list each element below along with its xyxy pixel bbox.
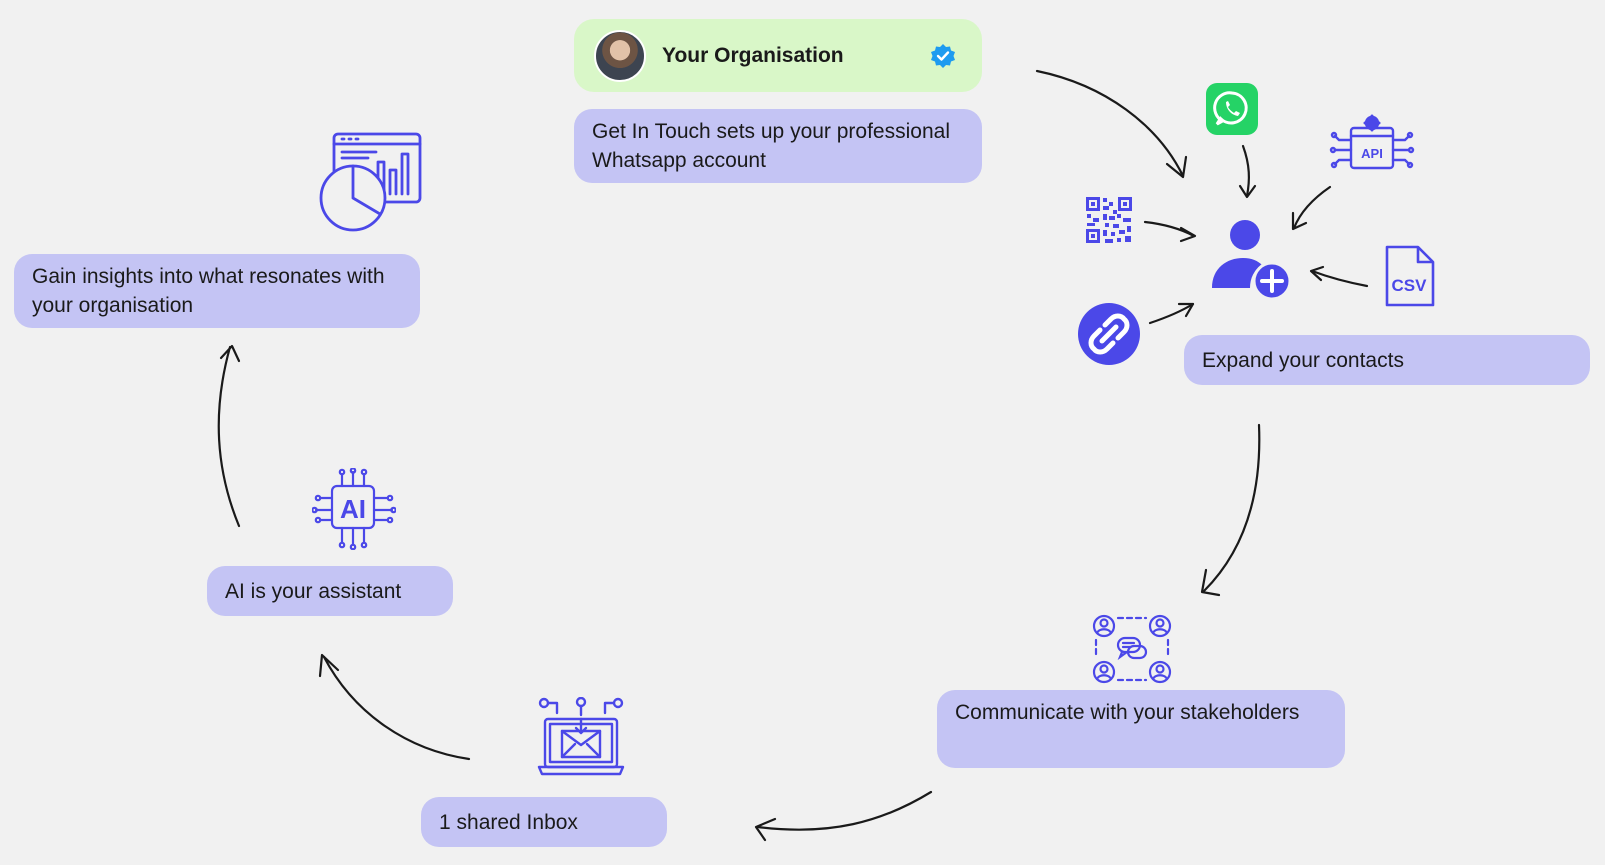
arrow-org-to-contacts (1035, 69, 1188, 179)
arrow-api-to-user (1291, 185, 1332, 231)
step-contacts-box: Expand your contacts (1184, 335, 1590, 385)
step-inbox-box: 1 shared Inbox (421, 797, 667, 847)
arrow-csv-to-user (1309, 265, 1369, 288)
ai-chip-label: AI (340, 494, 366, 524)
link-icon (1078, 303, 1140, 365)
arrow-qr-to-user (1143, 220, 1197, 243)
step-setup-box: Get In Touch sets up your professional W… (574, 109, 982, 183)
stakeholders-icon (1092, 614, 1172, 684)
step-communicate-box: Communicate with your stakeholders (937, 690, 1345, 768)
step-insights-box: Gain insights into what resonates with y… (14, 254, 420, 328)
analytics-icon (319, 132, 422, 232)
arrow-communicate-to-inbox (754, 790, 933, 842)
step-insights-text: Gain insights into what resonates with y… (32, 265, 385, 317)
organisation-card: Your Organisation (574, 19, 982, 92)
step-inbox-text: 1 shared Inbox (439, 811, 578, 834)
step-ai-text: AI is your assistant (225, 580, 402, 603)
ai-chip-icon: AI (312, 468, 396, 550)
csv-icon-label: CSV (1392, 276, 1428, 295)
add-contact-icon (1212, 220, 1292, 301)
api-icon: API (1329, 114, 1415, 170)
organisation-name: Your Organisation (662, 43, 844, 67)
step-contacts-text: Expand your contacts (1202, 349, 1404, 372)
step-communicate-text: Communicate with your stakeholders (955, 701, 1300, 724)
arrow-ai-to-insights (217, 344, 241, 528)
inbox-laptop-icon (537, 697, 625, 776)
verified-badge-icon (931, 43, 955, 68)
arrow-inbox-to-ai (318, 653, 471, 761)
step-ai-box: AI is your assistant (207, 566, 453, 616)
avatar (594, 29, 646, 82)
csv-file-icon: CSV (1385, 245, 1435, 307)
whatsapp-icon (1206, 83, 1258, 135)
step-setup-text: Get In Touch sets up your professional W… (592, 120, 950, 172)
arrow-contacts-to-communicate (1200, 423, 1261, 597)
arrow-link-to-user (1148, 302, 1195, 325)
qr-code-icon (1086, 197, 1132, 243)
arrow-whatsapp-to-user (1238, 144, 1257, 199)
api-icon-label: API (1361, 146, 1383, 161)
